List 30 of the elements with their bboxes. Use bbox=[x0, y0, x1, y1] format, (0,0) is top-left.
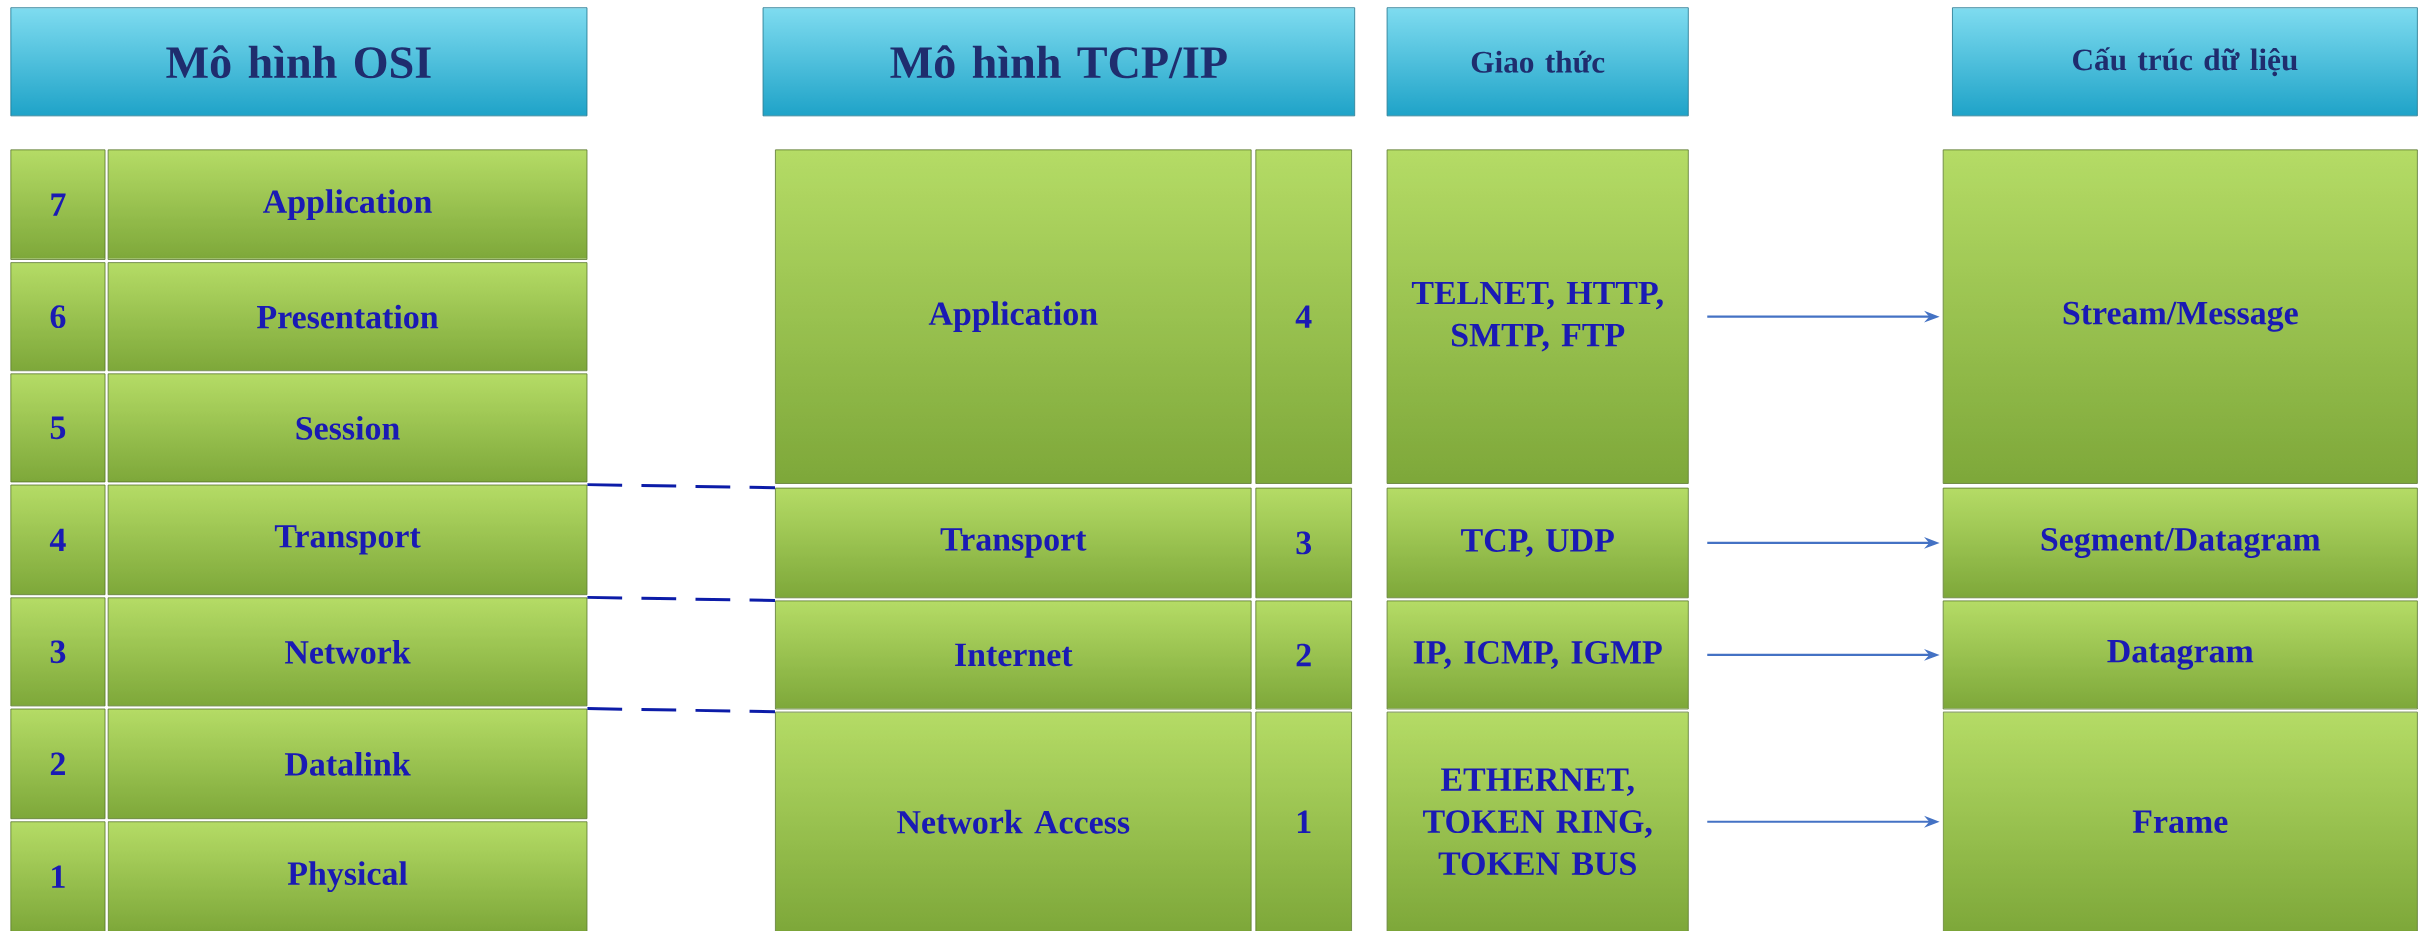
layer-box: 4 bbox=[10, 484, 106, 595]
layer-box: Application bbox=[775, 149, 1252, 484]
layer-box: TCP, UDP bbox=[1386, 487, 1689, 598]
layer-box: Internet bbox=[775, 600, 1252, 710]
layer-box: Segment/Datagram bbox=[1942, 487, 2418, 598]
layer-box: IP, ICMP, IGMP bbox=[1386, 600, 1689, 710]
header-box: Mô hình OSI bbox=[10, 7, 588, 117]
layer-box: Stream/Message bbox=[1942, 149, 2418, 484]
layer-box: 3 bbox=[10, 597, 106, 707]
header-box: Giao thức bbox=[1386, 7, 1689, 117]
layer-box: 4 bbox=[1255, 149, 1352, 484]
layer-box: 2 bbox=[1255, 600, 1352, 710]
layer-box: 7 bbox=[10, 149, 106, 260]
layer-box: TELNET, HTTP, SMTP, FTP bbox=[1386, 149, 1689, 484]
layer-box: Network Access bbox=[775, 711, 1252, 931]
dashed-line bbox=[587, 482, 776, 489]
dashed-line bbox=[587, 706, 776, 713]
layer-box: 6 bbox=[10, 262, 106, 371]
layer-box: Transport bbox=[775, 487, 1252, 598]
header-box: Mô hình TCP/IP bbox=[762, 7, 1356, 117]
header-box: Cấu trúc dữ liệu bbox=[1952, 7, 2418, 117]
dashed-line bbox=[587, 595, 776, 602]
layer-box: 3 bbox=[1255, 487, 1352, 598]
layer-box: Datagram bbox=[1942, 600, 2418, 710]
layer-box: 2 bbox=[10, 708, 106, 819]
layer-box: 1 bbox=[10, 821, 106, 931]
layer-box: 5 bbox=[10, 373, 106, 483]
layer-box: ETHERNET, TOKEN RING, TOKEN BUS bbox=[1386, 711, 1689, 931]
layer-box: Frame bbox=[1942, 711, 2418, 931]
layer-box: 1 bbox=[1255, 711, 1352, 931]
